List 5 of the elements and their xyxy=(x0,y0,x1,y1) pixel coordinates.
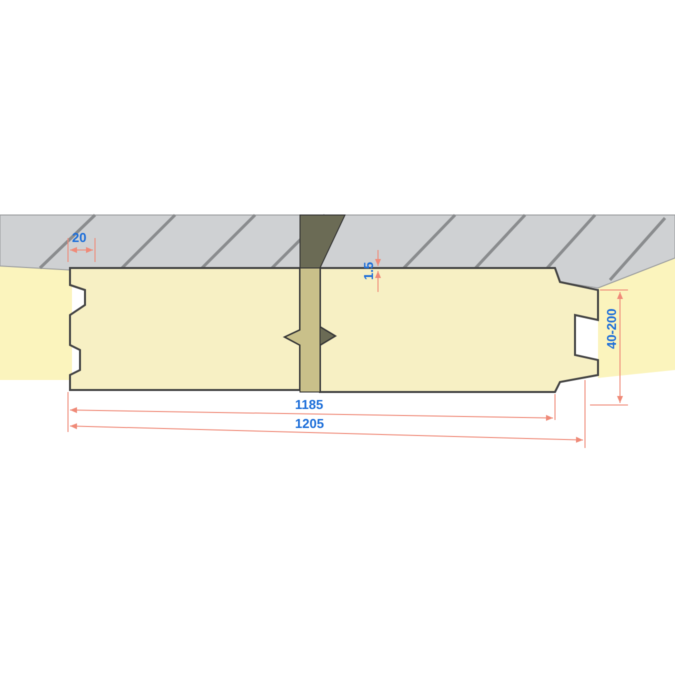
dimension-label: 40-200 xyxy=(605,308,619,349)
dimension-label: 1.5 xyxy=(362,262,376,280)
dimension-label: 1185 xyxy=(295,398,324,412)
dimension-label: 1205 xyxy=(295,417,324,431)
dimension-label: 20 xyxy=(72,231,86,245)
